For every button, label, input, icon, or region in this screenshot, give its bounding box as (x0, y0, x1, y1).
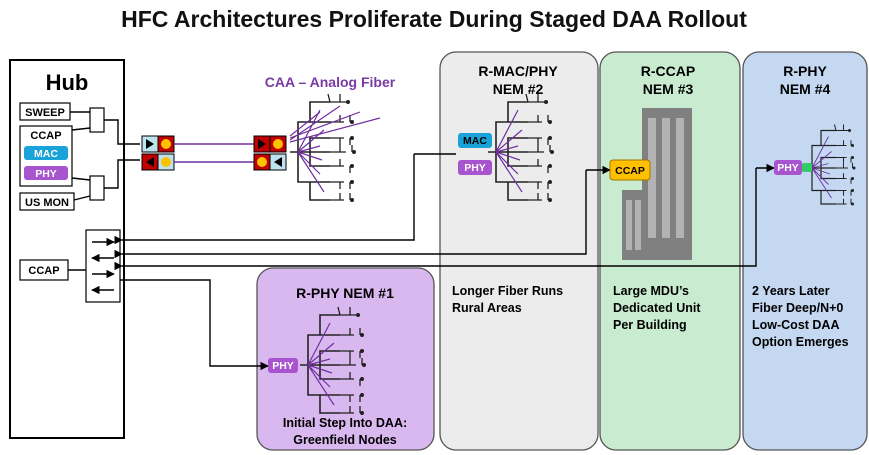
rphy4-note-line4: Option Emerges (752, 335, 849, 349)
rphy1-title: R-PHY NEM #1 (296, 285, 394, 301)
rccap-title-line1: R-CCAP (641, 63, 695, 79)
rphy4-note-line1: 2 Years Later (752, 284, 830, 298)
rmac-mac-label: MAC (463, 135, 487, 147)
us-mon-box (19, 192, 75, 211)
hub-mac-label: MAC (34, 148, 58, 160)
ccap-group-label: CCAP (30, 130, 61, 142)
combiner-bottom (89, 175, 105, 201)
rmac-note-line1: Longer Fiber Runs (452, 284, 563, 298)
rphy4-phy-label: PHY (777, 162, 799, 174)
caa-node-tree (289, 93, 357, 203)
hub-switch (85, 229, 121, 303)
rphy1-note-line2: Greenfield Nodes (293, 433, 397, 447)
caa-fiber-fan (289, 105, 381, 143)
rphy1-panel (256, 267, 435, 451)
sweep-label: SWEEP (25, 107, 65, 119)
rmac-phy-chip (458, 160, 492, 175)
rphy4-title-line2: NEM #4 (780, 81, 831, 97)
link-rphy4 (114, 168, 757, 271)
rccap-note-line3: Per Building (613, 318, 687, 332)
hub-phy-chip (24, 166, 68, 180)
rphy4-node-amp (802, 163, 812, 172)
mdu-building-icon (622, 108, 692, 260)
link-rmac (114, 154, 415, 245)
caa-label: CAA – Analog Fiber (265, 74, 396, 90)
rphy4-phy-chip (774, 160, 802, 175)
diagram-title: HFC Architectures Proliferate During Sta… (121, 6, 747, 32)
hub-mac-chip (24, 146, 68, 160)
hub-ccap-bottom-label: CCAP (28, 265, 59, 277)
rccap-chip-label: CCAP (615, 165, 645, 177)
rphy1-note-line1: Initial Step Into DAA: (283, 416, 407, 430)
rccap-chip (609, 159, 651, 181)
combiner-top (89, 107, 105, 133)
rmac-phy-label: PHY (464, 162, 486, 174)
rmac-note-line2: Rural Areas (452, 301, 522, 315)
rmac-panel (439, 51, 599, 451)
link-rccap (114, 170, 587, 259)
rccap-title-line2: NEM #3 (643, 81, 694, 97)
rphy4-panel (742, 51, 868, 451)
hub-rf-wiring (70, 111, 140, 201)
hub-optical-tx-rx (141, 135, 175, 171)
hub-title: Hub (46, 70, 89, 95)
rmac-mac-chip (458, 133, 492, 148)
rccap-note-line2: Dedicated Unit (613, 301, 701, 315)
rmac-title-line1: R-MAC/PHY (478, 63, 558, 79)
link-rphy1 (120, 279, 269, 371)
rphy4-note-line2: Fiber Deep/N+0 (752, 301, 843, 315)
analog-fiber-links (174, 143, 254, 163)
caa-node-optics (253, 135, 287, 171)
rccap-note-line1: Large MDU’s (613, 284, 689, 298)
rphy4-note-line3: Low-Cost DAA (752, 318, 840, 332)
rphy1-phy-label: PHY (272, 360, 294, 372)
us-mon-label: US MON (25, 197, 69, 209)
rphy4-title-line1: R-PHY (783, 63, 827, 79)
hub-phy-label: PHY (35, 168, 57, 180)
rphy1-phy-chip (268, 358, 298, 373)
rmac-title-line2: NEM #2 (493, 81, 544, 97)
